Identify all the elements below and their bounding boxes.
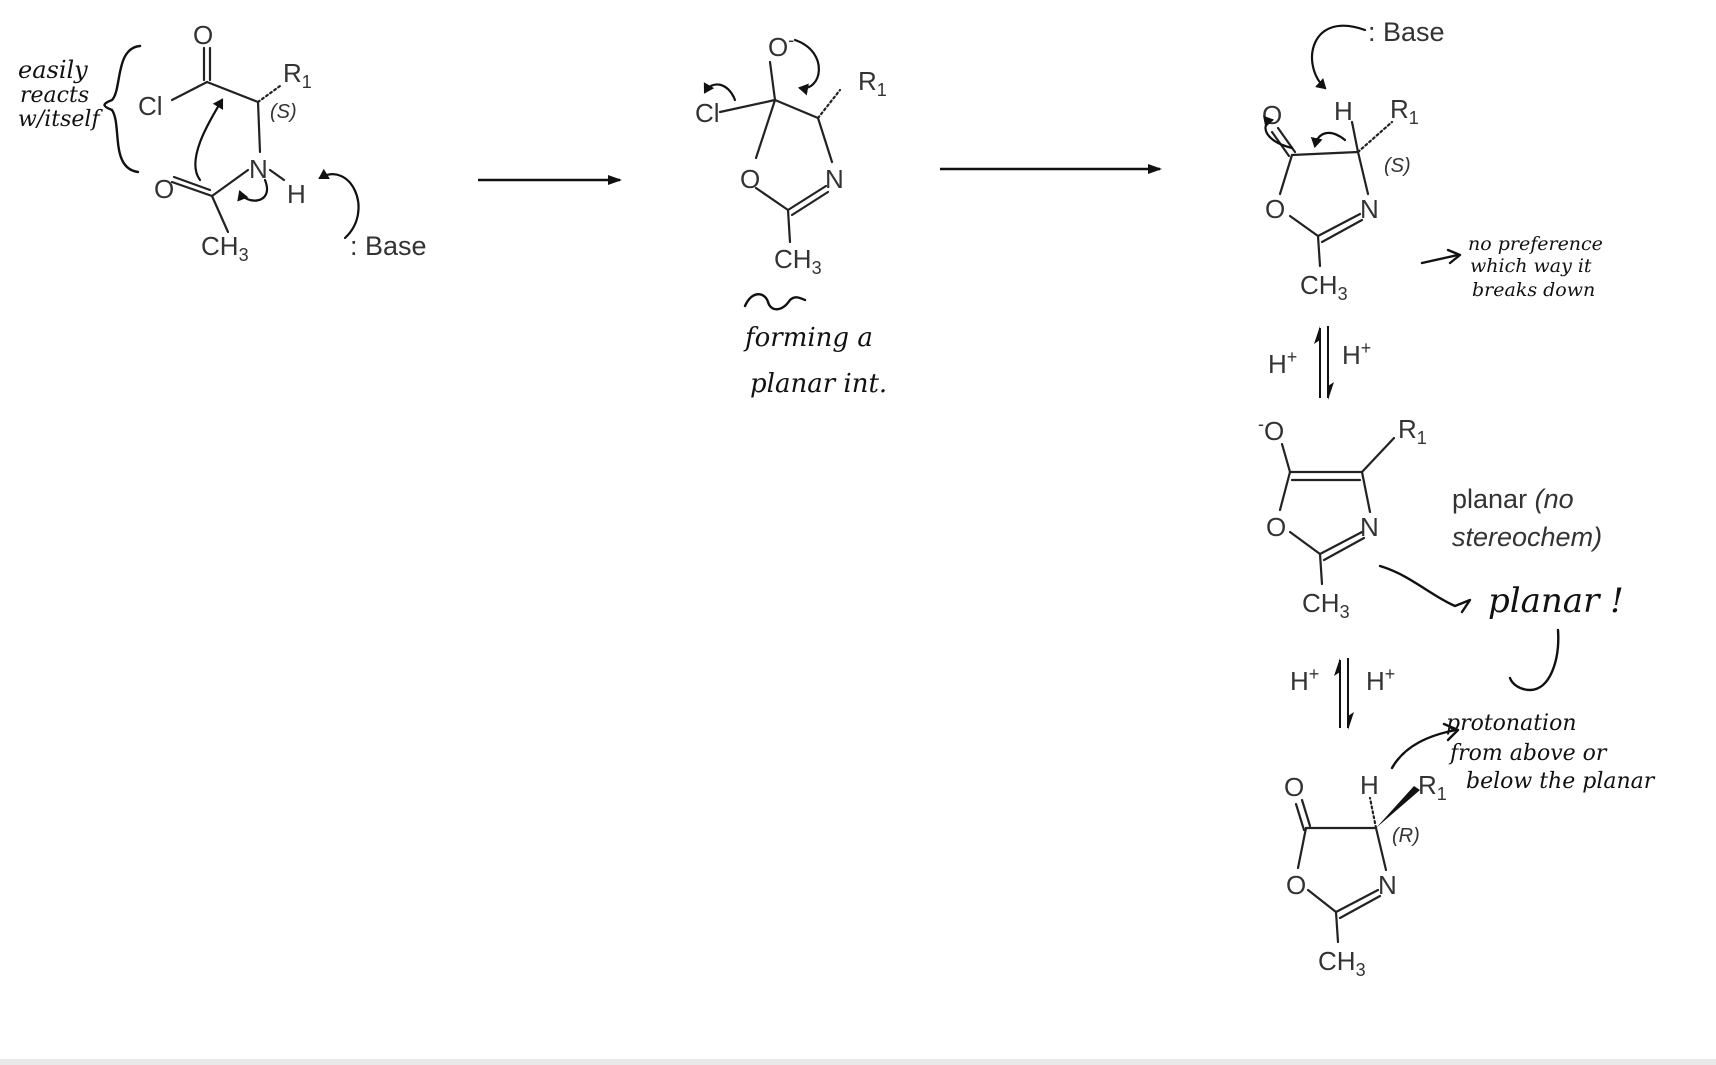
annotation-planar: planar ! <box>1378 564 1624 692</box>
annotation-5-line-1: protonation <box>1446 711 1577 736</box>
annotation-3-line-2: which way it <box>1470 255 1592 277</box>
r1-label-5: R1 <box>1418 770 1447 804</box>
ring-oxygen-label-3: O <box>1265 194 1285 224</box>
nh-hydrogen-label: H <box>287 179 306 209</box>
proton-left-2: H+ <box>1290 664 1319 696</box>
proton-right-2: H+ <box>1366 664 1395 696</box>
annotation-1-line-3: w/itself <box>18 107 103 132</box>
annotation-4-text: planar ! <box>1488 581 1624 621</box>
bottom-edge-bar <box>0 1059 1716 1065</box>
annotation-5-arrow <box>1390 728 1458 770</box>
enolate-oxygen-label: -O <box>1258 414 1284 446</box>
curly-arrow-alkoxide <box>793 38 820 96</box>
proton-left-1: H+ <box>1268 347 1297 379</box>
chlorine-label-2: Cl <box>695 98 720 128</box>
structure-1-acyl-chloride: O Cl R1 (S) N H O CH3 : Base <box>138 20 427 265</box>
annotation-2-line-2: planar int. <box>750 369 887 399</box>
annotation-4-arrow <box>1378 564 1472 614</box>
methyl-label-2: CH3 <box>774 244 822 278</box>
base-label-1: : Base <box>350 231 427 261</box>
curly-arrow-base <box>318 168 360 240</box>
annotation-2-line-1: forming a <box>743 323 873 353</box>
ring-oxygen-label-5: O <box>1286 870 1306 900</box>
methyl-label: CH3 <box>201 231 249 265</box>
structure-5-oxazolone-r: O H R1 (R) O N CH3 <box>1284 770 1447 980</box>
annotation-no-preference: no preference which way it breaks down <box>1420 233 1603 301</box>
annotation-4-down-arrow <box>1508 628 1560 692</box>
curly-arrow-nh-bond <box>237 178 269 202</box>
r1-label-3: R1 <box>1390 94 1419 128</box>
carbonyl-oxygen-label: O <box>193 20 213 50</box>
annotation-5-line-2: from above or <box>1448 741 1608 766</box>
curly-arrow-o-attack <box>194 98 224 182</box>
annotation-3-arrow <box>1420 253 1460 265</box>
r1-label: R1 <box>283 58 312 92</box>
nitrogen-label: N <box>249 154 268 184</box>
annotation-3-line-1: no preference <box>1468 233 1603 255</box>
structure-2-tetrahedral-intermediate: O- Cl R1 O N CH3 <box>695 30 887 278</box>
stereo-s-label-3: (S) <box>1384 155 1411 177</box>
alpha-hydrogen-label-5: H <box>1360 770 1379 800</box>
proton-right-1: H+ <box>1342 338 1371 370</box>
planar-label-line-1: planar (no <box>1452 484 1574 514</box>
annotation-forming-planar: forming a planar int. <box>743 293 887 399</box>
annotation-protonation: protonation from above or below the plan… <box>1390 711 1656 794</box>
ring-nitrogen-label-2: N <box>825 164 844 194</box>
annotation-3-line-3: breaks down <box>1472 279 1595 301</box>
base-label-3: : Base <box>1368 17 1445 47</box>
ring-nitrogen-label-5: N <box>1378 870 1397 900</box>
ring-oxygen-label-2: O <box>740 164 760 194</box>
curly-arrow-chloride-leaving <box>703 82 737 102</box>
annotation-1-line-1: easily <box>18 56 88 84</box>
curly-brace <box>103 44 142 174</box>
methyl-label-3: CH3 <box>1300 270 1348 304</box>
amide-oxygen-label: O <box>154 174 174 204</box>
annotation-5-arrowhead <box>1442 722 1460 742</box>
structure-4-planar-enolate: -O R1 O N CH3 planar (no stereochem) <box>1258 414 1602 622</box>
annotation-easily-reacts: easily reacts w/itself <box>18 44 142 174</box>
carbonyl-oxygen-label-5: O <box>1284 772 1304 802</box>
planar-label-line-2: stereochem) <box>1452 522 1602 552</box>
stereo-s-label: (S) <box>270 101 297 123</box>
annotation-5-line-3: below the planar <box>1466 769 1656 794</box>
methyl-label-5: CH3 <box>1318 946 1366 980</box>
ring-nitrogen-label-3: N <box>1360 194 1379 224</box>
annotation-1-line-2: reacts <box>20 83 89 108</box>
r1-label-2: R1 <box>858 66 887 100</box>
stereo-r-label-5: (R) <box>1392 825 1420 847</box>
ring-oxygen-label-4: O <box>1266 512 1286 542</box>
r1-label-4: R1 <box>1398 414 1427 448</box>
curly-arrow-enolate <box>1262 115 1294 150</box>
alpha-hydrogen-label-3: H <box>1334 96 1353 126</box>
structure-3-oxazolone-s: : Base O H R1 (S) O N CH3 <box>1262 17 1445 304</box>
ring-nitrogen-label-4: N <box>1360 512 1379 542</box>
alkoxide-oxygen-label: O- <box>768 30 794 62</box>
curly-arrow-ch-bond <box>1310 131 1347 148</box>
annotation-3-arrowhead <box>1446 248 1462 265</box>
curly-arrow-base-deprotonation <box>1311 24 1367 90</box>
squiggle <box>743 293 807 311</box>
methyl-label-4: CH3 <box>1302 588 1350 622</box>
equilibrium-arrows-1: H+ H+ <box>1268 326 1371 400</box>
chlorine-label: Cl <box>138 91 163 121</box>
equilibrium-arrows-2: H+ H+ <box>1290 658 1395 730</box>
wedge-bond-r1 <box>1376 786 1420 828</box>
